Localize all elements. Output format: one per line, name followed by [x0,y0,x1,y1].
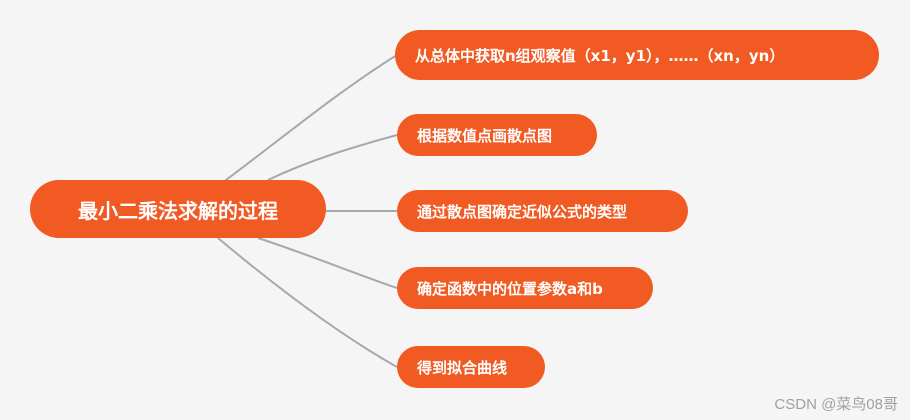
step-node-3: 通过散点图确定近似公式的类型 [397,190,688,232]
step-node-label: 得到拟合曲线 [417,358,508,377]
step-node-4: 确定函数中的位置参数a和b [397,267,653,309]
connector-line [267,134,398,181]
connector-line [217,237,398,368]
connector-line [217,54,398,187]
watermark: CSDN @菜鸟08哥 [774,396,898,413]
step-node-label: 通过散点图确定近似公式的类型 [417,202,628,221]
connector-line [257,237,398,289]
root-node-label: 最小二乘法求解的过程 [78,198,278,223]
step-node-2: 根据数值点画散点图 [397,114,597,156]
step-node-label: 从总体中获取n组观察值（x1，y1），……（xn，yn） [415,46,785,65]
step-node-1: 从总体中获取n组观察值（x1，y1），……（xn，yn） [395,30,879,80]
step-node-label: 确定函数中的位置参数a和b [417,279,603,298]
step-node-label: 根据数值点画散点图 [417,126,553,145]
root-node: 最小二乘法求解的过程 [30,180,326,238]
step-node-5: 得到拟合曲线 [397,346,545,388]
